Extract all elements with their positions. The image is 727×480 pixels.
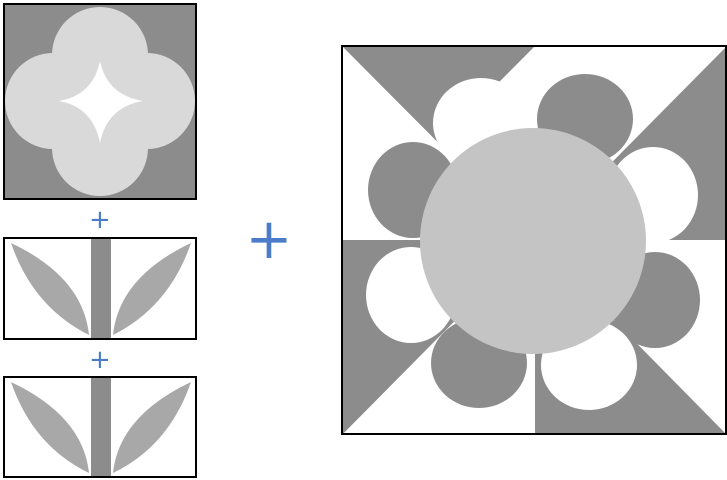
leaf-stem-tile [3, 376, 197, 478]
stem [91, 239, 111, 338]
star-center [59, 61, 143, 143]
flower-center [420, 128, 646, 354]
right-leaf [113, 382, 191, 473]
right-leaf [113, 243, 191, 335]
plus-sign: + [89, 345, 111, 375]
flower-quilt-block [341, 45, 727, 435]
plus-sign-large: + [245, 207, 293, 272]
stem [91, 378, 111, 476]
left-leaf [11, 382, 89, 473]
leaf-stem-tile [3, 237, 197, 340]
left-leaf [11, 243, 89, 335]
plus-sign: + [89, 205, 111, 235]
four-petal-flower-tile [3, 3, 197, 200]
